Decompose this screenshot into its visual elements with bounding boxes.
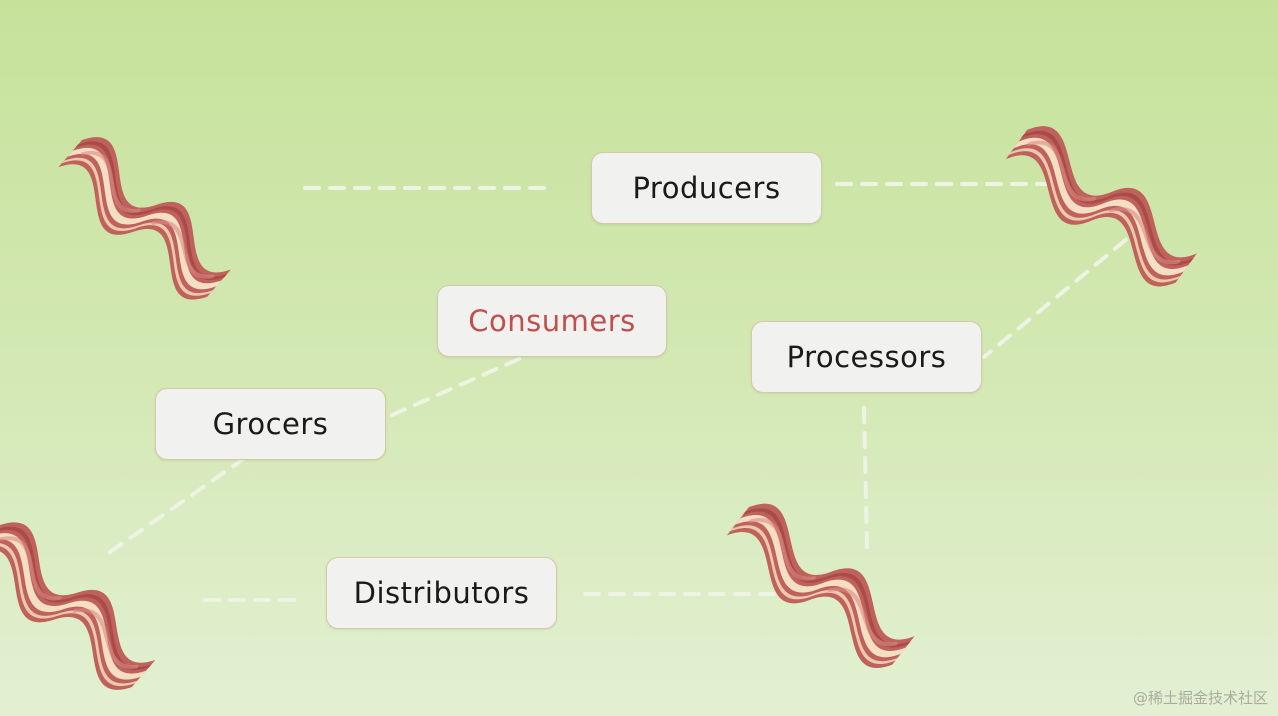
bacon-strip-icon bbox=[47, 127, 241, 309]
bacon-strip-icon bbox=[717, 494, 925, 678]
node-grocers: Grocers bbox=[155, 388, 386, 460]
bacon-strip-icon bbox=[0, 512, 166, 699]
node-processors: Processors bbox=[751, 321, 982, 393]
watermark: @稀土掘金技术社区 bbox=[1133, 687, 1268, 708]
bacon-strip-icon bbox=[996, 117, 1207, 296]
node-producers: Producers bbox=[591, 152, 822, 224]
node-consumers: Consumers bbox=[437, 285, 667, 357]
node-distributors: Distributors bbox=[326, 557, 557, 629]
